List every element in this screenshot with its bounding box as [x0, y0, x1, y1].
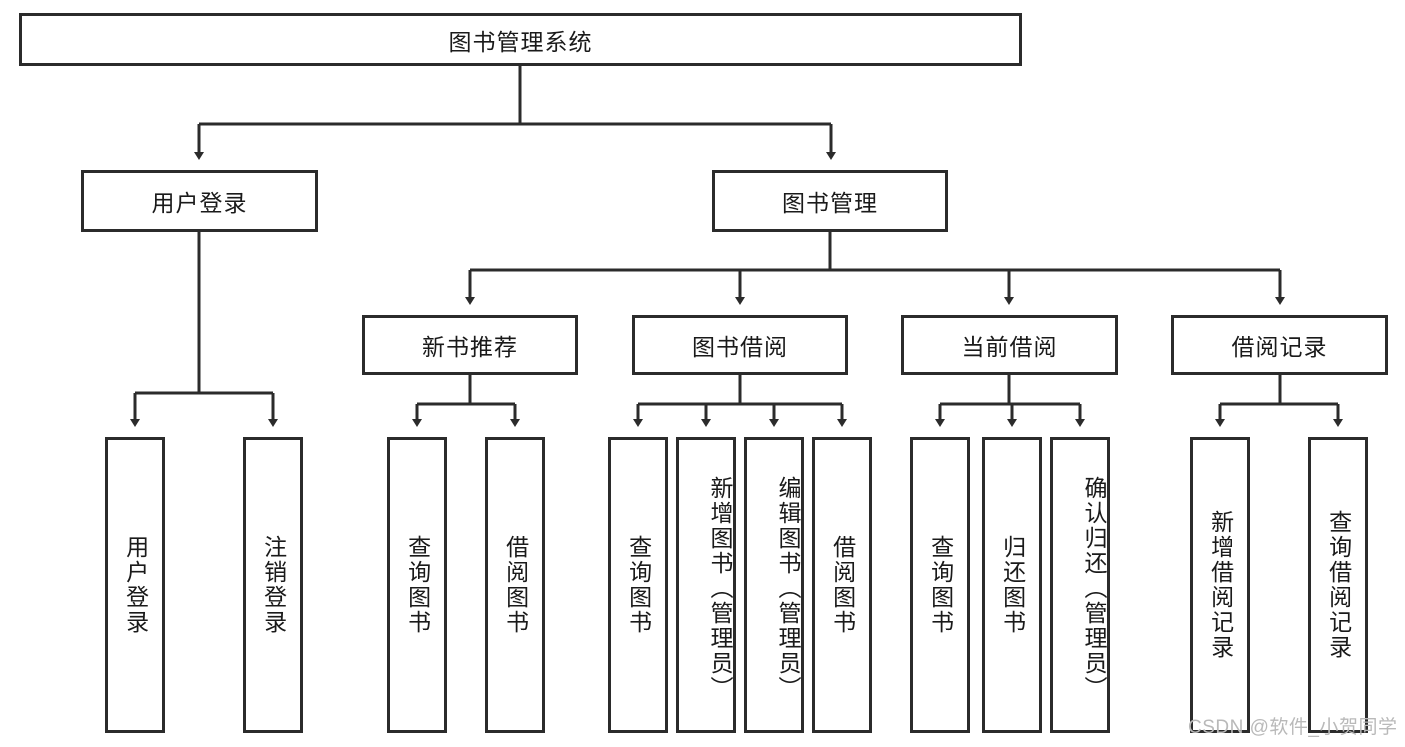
node-leaf-return-book-label: 归还图书 [999, 535, 1026, 635]
node-leaf-query-book-recommend[interactable]: 查询图书 [387, 437, 447, 733]
node-leaf-borrow-book-label: 借阅图书 [829, 535, 856, 635]
node-leaf-add-book-admin-label: 新增图书（管理员） [707, 475, 733, 701]
node-user-login-label: 用户登录 [151, 190, 248, 216]
node-current-borrow[interactable]: 当前借阅 [901, 315, 1118, 375]
node-leaf-borrow-book-recommend-label: 借阅图书 [502, 535, 529, 635]
node-leaf-logout[interactable]: 注销登录 [243, 437, 303, 733]
node-leaf-add-borrow-record-label: 新增借阅记录 [1207, 510, 1234, 660]
node-leaf-logout-label: 注销登录 [260, 535, 287, 635]
node-book-borrow-label: 图书借阅 [692, 334, 788, 360]
node-leaf-query-book-borrow-label: 查询图书 [625, 535, 652, 635]
node-leaf-query-book-current-label: 查询图书 [927, 535, 954, 635]
node-leaf-add-book-admin[interactable]: 新增图书（管理员） [676, 437, 736, 733]
node-leaf-edit-book-admin-label: 编辑图书（管理员） [775, 475, 801, 701]
node-leaf-confirm-return-admin-label: 确认归还（管理员） [1081, 475, 1107, 701]
node-root-label: 图书管理系统 [448, 28, 593, 55]
node-borrow-record[interactable]: 借阅记录 [1171, 315, 1388, 375]
node-leaf-confirm-return-admin[interactable]: 确认归还（管理员） [1050, 437, 1110, 733]
node-leaf-query-borrow-record[interactable]: 查询借阅记录 [1308, 437, 1368, 733]
node-leaf-borrow-book[interactable]: 借阅图书 [812, 437, 872, 733]
node-new-book-recommend-label: 新书推荐 [422, 334, 518, 360]
node-leaf-query-book-borrow[interactable]: 查询图书 [608, 437, 668, 733]
node-leaf-user-login-label: 用户登录 [122, 535, 149, 635]
node-leaf-query-borrow-record-label: 查询借阅记录 [1325, 510, 1352, 660]
node-user-login[interactable]: 用户登录 [81, 170, 318, 232]
node-leaf-query-book-recommend-label: 查询图书 [404, 535, 431, 635]
node-leaf-add-borrow-record[interactable]: 新增借阅记录 [1190, 437, 1250, 733]
node-book-management[interactable]: 图书管理 [712, 170, 948, 232]
node-new-book-recommend[interactable]: 新书推荐 [362, 315, 578, 375]
node-leaf-edit-book-admin[interactable]: 编辑图书（管理员） [744, 437, 804, 733]
node-leaf-user-login[interactable]: 用户登录 [105, 437, 165, 733]
watermark-text: CSDN @软件_小贺同学 [1188, 717, 1398, 738]
node-leaf-borrow-book-recommend[interactable]: 借阅图书 [485, 437, 545, 733]
node-leaf-query-book-current[interactable]: 查询图书 [910, 437, 970, 733]
node-book-management-label: 图书管理 [782, 190, 878, 216]
node-root-system[interactable]: 图书管理系统 [19, 13, 1022, 66]
node-book-borrow[interactable]: 图书借阅 [632, 315, 848, 375]
node-leaf-return-book[interactable]: 归还图书 [982, 437, 1042, 733]
node-borrow-record-label: 借阅记录 [1231, 334, 1328, 360]
node-current-borrow-label: 当前借阅 [961, 334, 1058, 360]
